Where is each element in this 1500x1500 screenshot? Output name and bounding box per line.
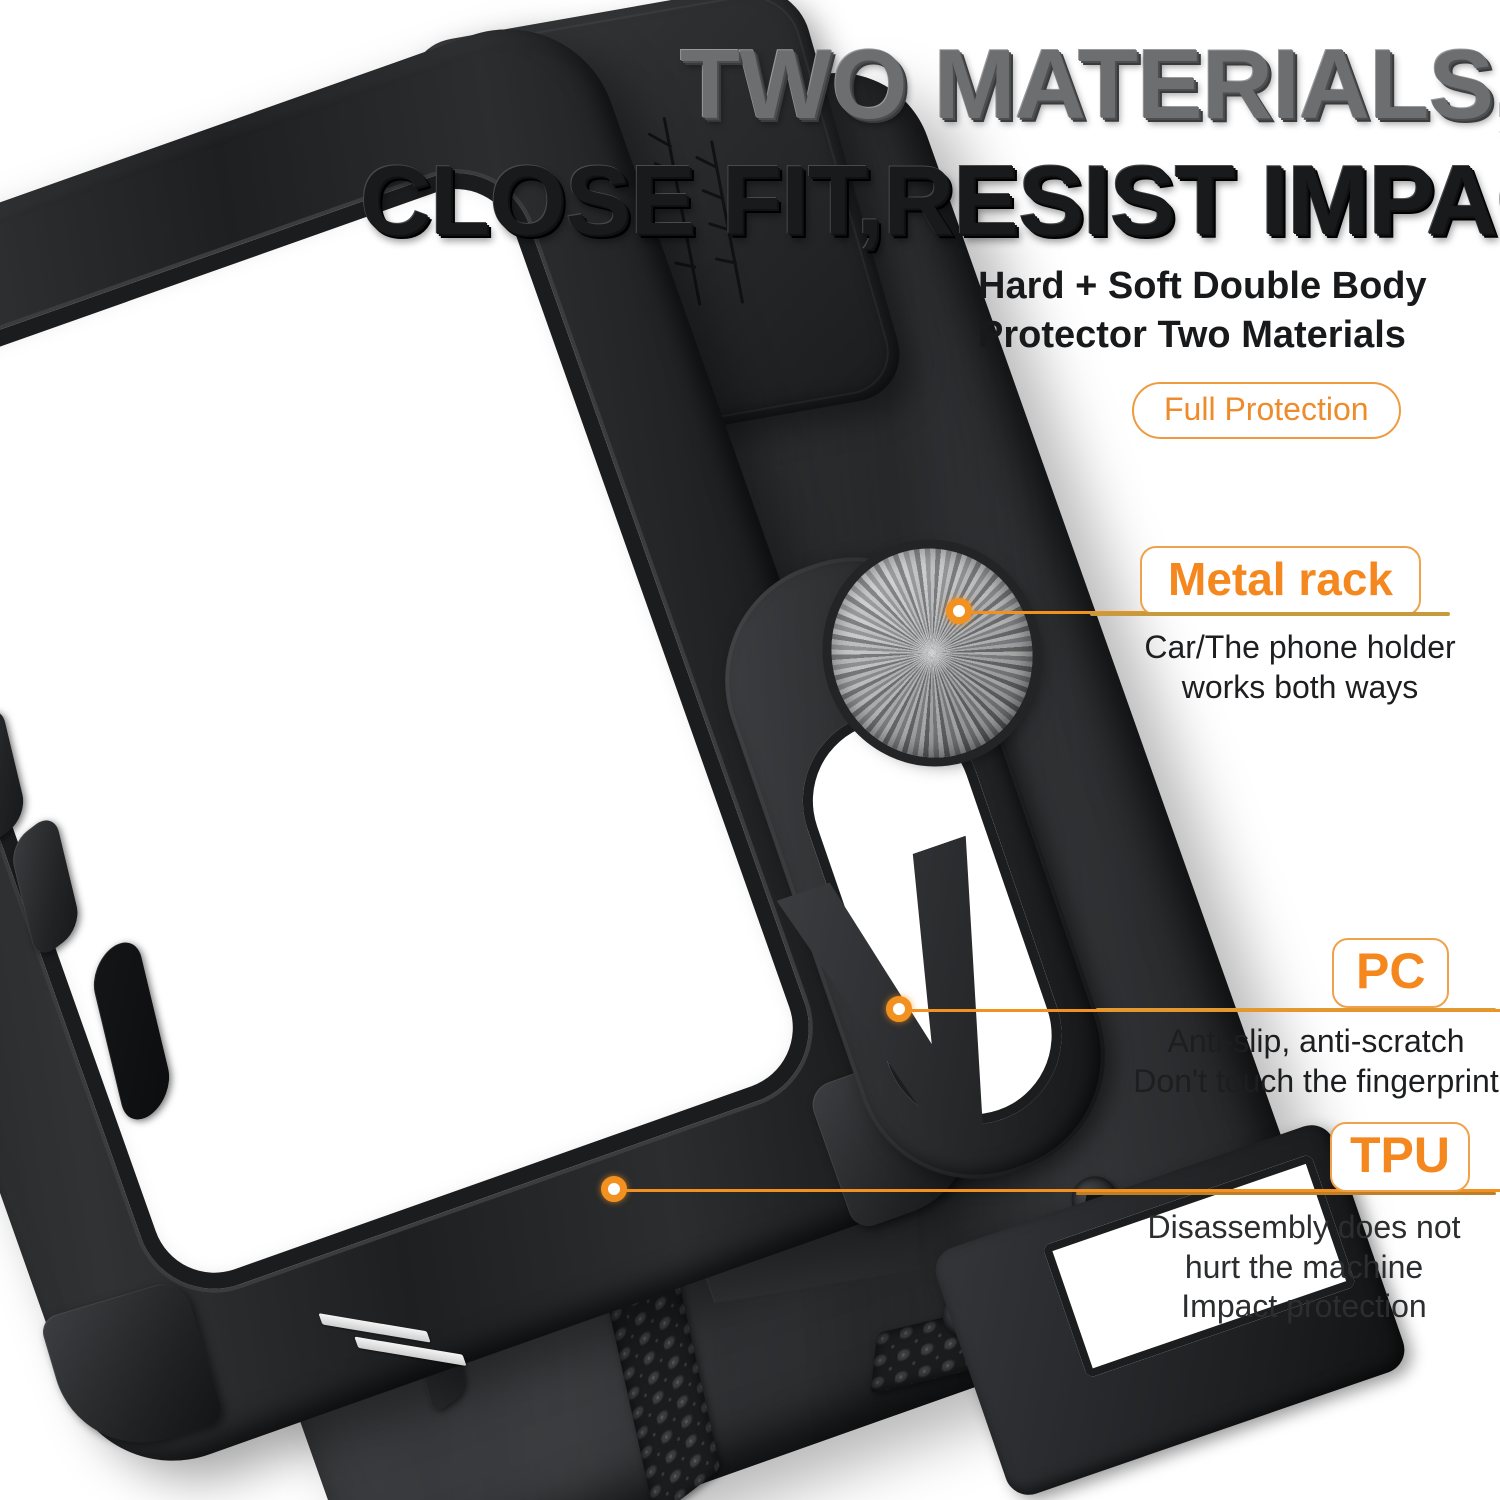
callout-tpu: TPU Disassembly does not hurt the machin… bbox=[1076, 1122, 1500, 1324]
leader-dot-metal-rack bbox=[946, 598, 972, 624]
callout-desc-line: hurt the machine bbox=[1184, 1248, 1424, 1285]
callout-rule bbox=[1096, 1008, 1496, 1011]
branch-graphic-icon bbox=[648, 117, 744, 306]
callout-desc-line: Impact protection bbox=[1181, 1288, 1427, 1325]
leader-dot-pc bbox=[886, 996, 912, 1022]
callout-description-metal-rack: Car/The phone holder works both ways bbox=[1130, 628, 1470, 707]
camera-slider-cover bbox=[397, 0, 913, 462]
callout-desc-line: Disassembly does not bbox=[1147, 1209, 1461, 1245]
callout-badge-metal-rack: Metal rack bbox=[1140, 546, 1422, 616]
callout-rule bbox=[1090, 612, 1450, 616]
callout-description-pc: Anti-slip, anti-scratch Don't touch the … bbox=[1132, 1022, 1500, 1101]
callout-desc-line: works both ways bbox=[1181, 668, 1419, 705]
callout-description-tpu: Disassembly does not hurt the machine Im… bbox=[1108, 1208, 1500, 1327]
callout-desc-line: Anti-slip, anti-scratch bbox=[1167, 1023, 1465, 1059]
callout-pc: PC Anti-slip, anti-scratch Don't touch t… bbox=[1096, 938, 1500, 1099]
subtitle-line-2: Protector Two Materials bbox=[978, 313, 1406, 356]
callout-metal-rack: Metal rack Car/The phone holder works bo… bbox=[1090, 546, 1500, 705]
leader-line-tpu bbox=[617, 1189, 1500, 1192]
callout-badge-pc: PC bbox=[1332, 938, 1450, 1008]
callout-rule bbox=[1076, 1192, 1496, 1195]
callout-desc-line: Car/The phone holder bbox=[1144, 629, 1456, 665]
full-protection-badge: Full Protection bbox=[1132, 382, 1401, 439]
subtitle-line-1: Hard + Soft Double Body bbox=[978, 265, 1427, 307]
callout-badge-tpu: TPU bbox=[1330, 1122, 1470, 1192]
leader-dot-tpu bbox=[601, 1176, 627, 1202]
callout-desc-line: Don't touch the fingerprint bbox=[1133, 1062, 1499, 1099]
subtitle: Hard + Soft Double Body Protector Two Ma… bbox=[978, 262, 1427, 359]
